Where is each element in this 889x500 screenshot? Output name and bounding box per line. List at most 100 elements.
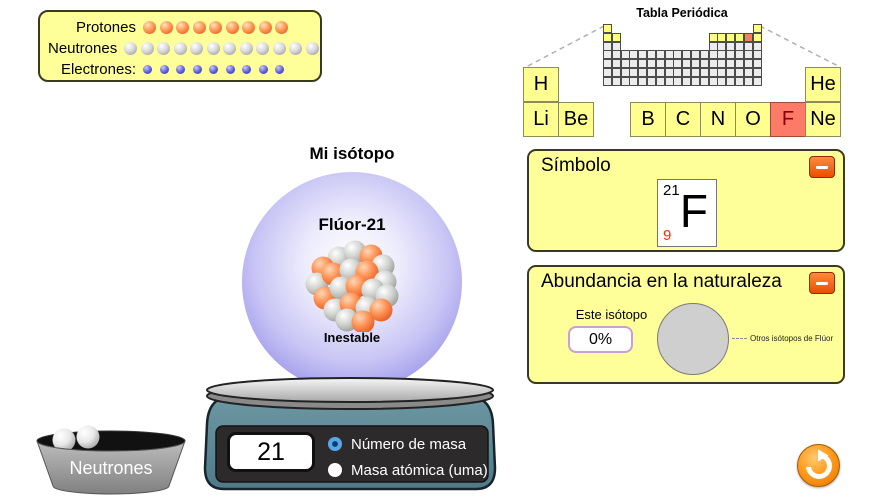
protones-dot-icon <box>209 21 222 34</box>
abundance-panel-minimize-button[interactable] <box>809 272 835 294</box>
mini-table-cell <box>717 32 727 42</box>
mini-table-cell <box>708 41 718 51</box>
abundance-readout: 0% <box>568 326 633 353</box>
element-cell-n: N <box>700 102 736 137</box>
symbol-panel-minimize-button[interactable] <box>809 156 835 178</box>
mini-table-cell <box>699 68 709 77</box>
mini-table-cell <box>664 50 674 60</box>
mini-table-cell <box>629 59 639 69</box>
neutrones-dot-icon <box>305 42 319 55</box>
element-cell-ne: Ne <box>805 102 841 137</box>
particle-dot-row <box>143 65 292 74</box>
electrones-dot-icon <box>176 65 185 74</box>
neutron-ball[interactable] <box>52 428 76 452</box>
protones-dot-icon <box>159 21 173 34</box>
mini-table-cell <box>699 76 709 86</box>
mini-table-cell <box>735 32 744 42</box>
mini-table-cell <box>620 59 630 69</box>
mini-table-cell <box>682 59 692 69</box>
mini-table-cell <box>620 68 630 77</box>
mini-table-cell <box>611 50 621 60</box>
mini-table-cell <box>682 68 692 77</box>
element-symbol-box: 21 F 9 <box>657 179 717 247</box>
mini-table-cell <box>673 50 683 60</box>
neutrones-dot-icon <box>272 42 286 55</box>
particle-row-neutrones: Neutrones <box>40 38 320 59</box>
element-cell-h: H <box>523 67 559 102</box>
mini-table-cell <box>752 24 762 33</box>
mini-table-cell <box>708 50 718 60</box>
mass-number: 21 <box>663 182 680 199</box>
radio-atomic-mass[interactable]: Masa atómica (uma) <box>328 460 488 480</box>
mini-table-cell <box>603 24 612 33</box>
bucket-front <box>36 440 186 495</box>
mini-table-cell <box>691 76 700 86</box>
mini-table-cell <box>717 41 727 51</box>
mini-table-cell <box>743 68 753 77</box>
mini-table-cell <box>699 50 709 60</box>
neutrones-dot-icon <box>289 42 303 55</box>
mini-table-cell <box>611 41 621 51</box>
mini-table-cell <box>655 76 665 86</box>
protones-dot-icon <box>275 21 288 34</box>
mini-table-cell <box>752 41 762 51</box>
mini-table-cell <box>743 50 753 60</box>
mini-table-cell <box>655 68 665 77</box>
radio-label: Número de masa <box>351 435 467 453</box>
element-symbol: F <box>679 185 708 237</box>
mini-table-cell <box>629 68 639 77</box>
radio-mass-number[interactable]: Número de masa <box>328 434 466 454</box>
mini-table-cell <box>603 59 612 69</box>
stability-label: Inestable <box>323 330 381 345</box>
mini-table-cell <box>638 50 648 60</box>
mini-table-cell <box>752 32 762 42</box>
mini-table-cell <box>735 59 744 69</box>
mini-table-cell <box>726 76 736 86</box>
mini-table-cell <box>638 76 648 86</box>
element-cell-f: F <box>770 102 806 137</box>
mini-table-cell <box>743 32 753 42</box>
mini-table-cell <box>735 50 744 60</box>
nucleus[interactable] <box>301 228 405 332</box>
mini-table-cell <box>735 41 744 51</box>
mini-table-cell <box>673 76 683 86</box>
nucleon-cluster[interactable] <box>305 240 399 333</box>
other-isotopes-label: Otros isótopos de Flúor <box>750 334 834 343</box>
particle-row-electrones: Electrones: <box>40 59 320 80</box>
electrones-dot-icon <box>275 65 284 74</box>
atomic-number: 9 <box>663 227 672 244</box>
neutrones-dot-icon <box>173 42 187 55</box>
mini-table-cell <box>752 50 762 60</box>
mini-table-cell <box>647 68 656 77</box>
mini-table-cell <box>664 76 674 86</box>
element-cell-c: C <box>665 102 701 137</box>
reset-all-button[interactable] <box>797 444 840 487</box>
particle-dot-row <box>124 42 322 55</box>
mini-table-cell <box>647 50 656 60</box>
neutrones-dot-icon <box>124 42 138 55</box>
protones-dot-icon <box>242 21 255 34</box>
mini-table-cell <box>603 32 612 42</box>
particle-dot-row <box>143 21 292 34</box>
radio-circle-icon[interactable] <box>328 463 342 477</box>
mini-table-cell <box>664 68 674 77</box>
neutron-ball[interactable] <box>76 425 100 449</box>
neutron-bucket[interactable]: Neutrones <box>28 418 194 500</box>
mini-table-cell <box>647 59 656 69</box>
mini-table-cell <box>752 76 762 86</box>
radio-label: Masa atómica (uma) <box>351 461 488 479</box>
mini-table-cell <box>743 59 753 69</box>
particle-row-label: Electrones: <box>60 61 136 78</box>
element-cell-be: Be <box>558 102 594 137</box>
mini-table-cell <box>743 41 753 51</box>
mini-table-cell <box>655 59 665 69</box>
mini-table-cell <box>603 68 612 77</box>
mini-table-cell <box>682 50 692 60</box>
mini-table-cell <box>735 76 744 86</box>
mini-table-cell <box>717 50 727 60</box>
bucket-label: Neutrones <box>69 458 152 478</box>
radio-circle-icon[interactable] <box>328 437 342 451</box>
mini-table-cell <box>708 59 718 69</box>
scale-readout: 21 <box>227 432 315 472</box>
mini-table-cell <box>655 50 665 60</box>
